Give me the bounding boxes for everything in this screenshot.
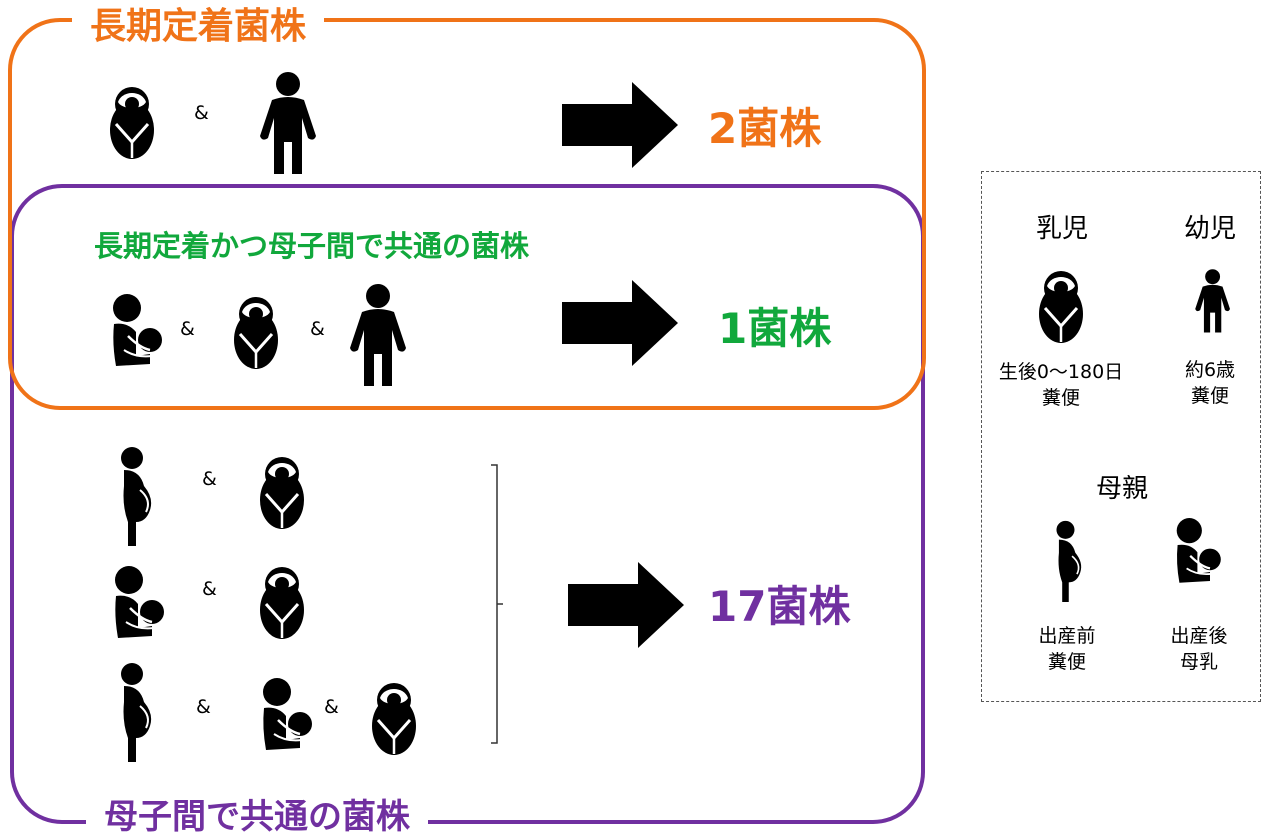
arrow-icon xyxy=(562,280,678,366)
pregnant-mother-icon xyxy=(120,446,153,547)
ampersand: & xyxy=(196,696,211,718)
breastfeeding-mother-icon xyxy=(111,294,162,368)
legend-infant-label: 乳児 xyxy=(1035,214,1088,244)
infant-icon xyxy=(232,295,280,371)
legend-postnatal-desc-2: 母乳 xyxy=(1179,651,1218,673)
ampersand: & xyxy=(202,578,217,600)
breastfeeding-mother-icon xyxy=(113,566,164,640)
long-term-shared-strains-title: 長期定着かつ母子間で共通の菌株 xyxy=(94,229,530,263)
legend-postnatal-desc-1: 出産後 xyxy=(1170,625,1228,647)
long-term-strains-frame xyxy=(8,18,926,410)
legend-mother-label: 母親 xyxy=(1095,474,1148,504)
infant-icon xyxy=(108,85,156,161)
shared-strain-count: 17菌株 xyxy=(708,582,851,631)
child-icon xyxy=(1195,269,1230,333)
legend-infant-desc-2: 糞便 xyxy=(1041,387,1080,409)
ampersand: & xyxy=(180,318,195,340)
legend-child-desc-1: 約6歳 xyxy=(1184,359,1236,381)
breastfeeding-mother-icon xyxy=(261,678,312,752)
legend-infant-desc-1: 生後0～180日 xyxy=(998,361,1124,383)
ampersand: & xyxy=(194,102,209,124)
child-icon xyxy=(350,284,406,386)
long-term-shared-strain-count: 1菌株 xyxy=(718,304,832,353)
infant-icon xyxy=(370,681,418,757)
legend-child-label: 幼児 xyxy=(1183,214,1236,244)
pregnant-mother-icon xyxy=(120,662,153,763)
pregnant-mother-icon xyxy=(1055,520,1082,603)
long-term-strain-count: 2菌株 xyxy=(708,104,822,153)
legend-prenatal-desc-2: 糞便 xyxy=(1047,651,1086,673)
legend: 乳児 幼児 生後0～180日 糞便 約6歳 糞便 母親 出産前 糞便 出産後 母… xyxy=(981,171,1261,702)
ampersand: & xyxy=(202,468,217,490)
shared-strains-frame xyxy=(10,184,925,824)
ampersand: & xyxy=(324,696,339,718)
grouping-bracket xyxy=(491,464,503,744)
infant-icon xyxy=(258,455,306,531)
infant-icon xyxy=(1037,269,1085,345)
ampersand: & xyxy=(310,318,325,340)
arrow-icon xyxy=(562,82,678,168)
child-icon xyxy=(260,72,316,174)
arrow-icon xyxy=(568,562,684,648)
long-term-strains-title: 長期定着菌株 xyxy=(72,9,325,45)
legend-prenatal-desc-1: 出産前 xyxy=(1038,625,1096,647)
shared-strains-title: 母子間で共通の菌株 xyxy=(86,800,428,834)
legend-child-desc-2: 糞便 xyxy=(1190,385,1229,407)
infant-icon xyxy=(258,565,306,641)
breastfeeding-mother-icon xyxy=(1175,518,1222,584)
